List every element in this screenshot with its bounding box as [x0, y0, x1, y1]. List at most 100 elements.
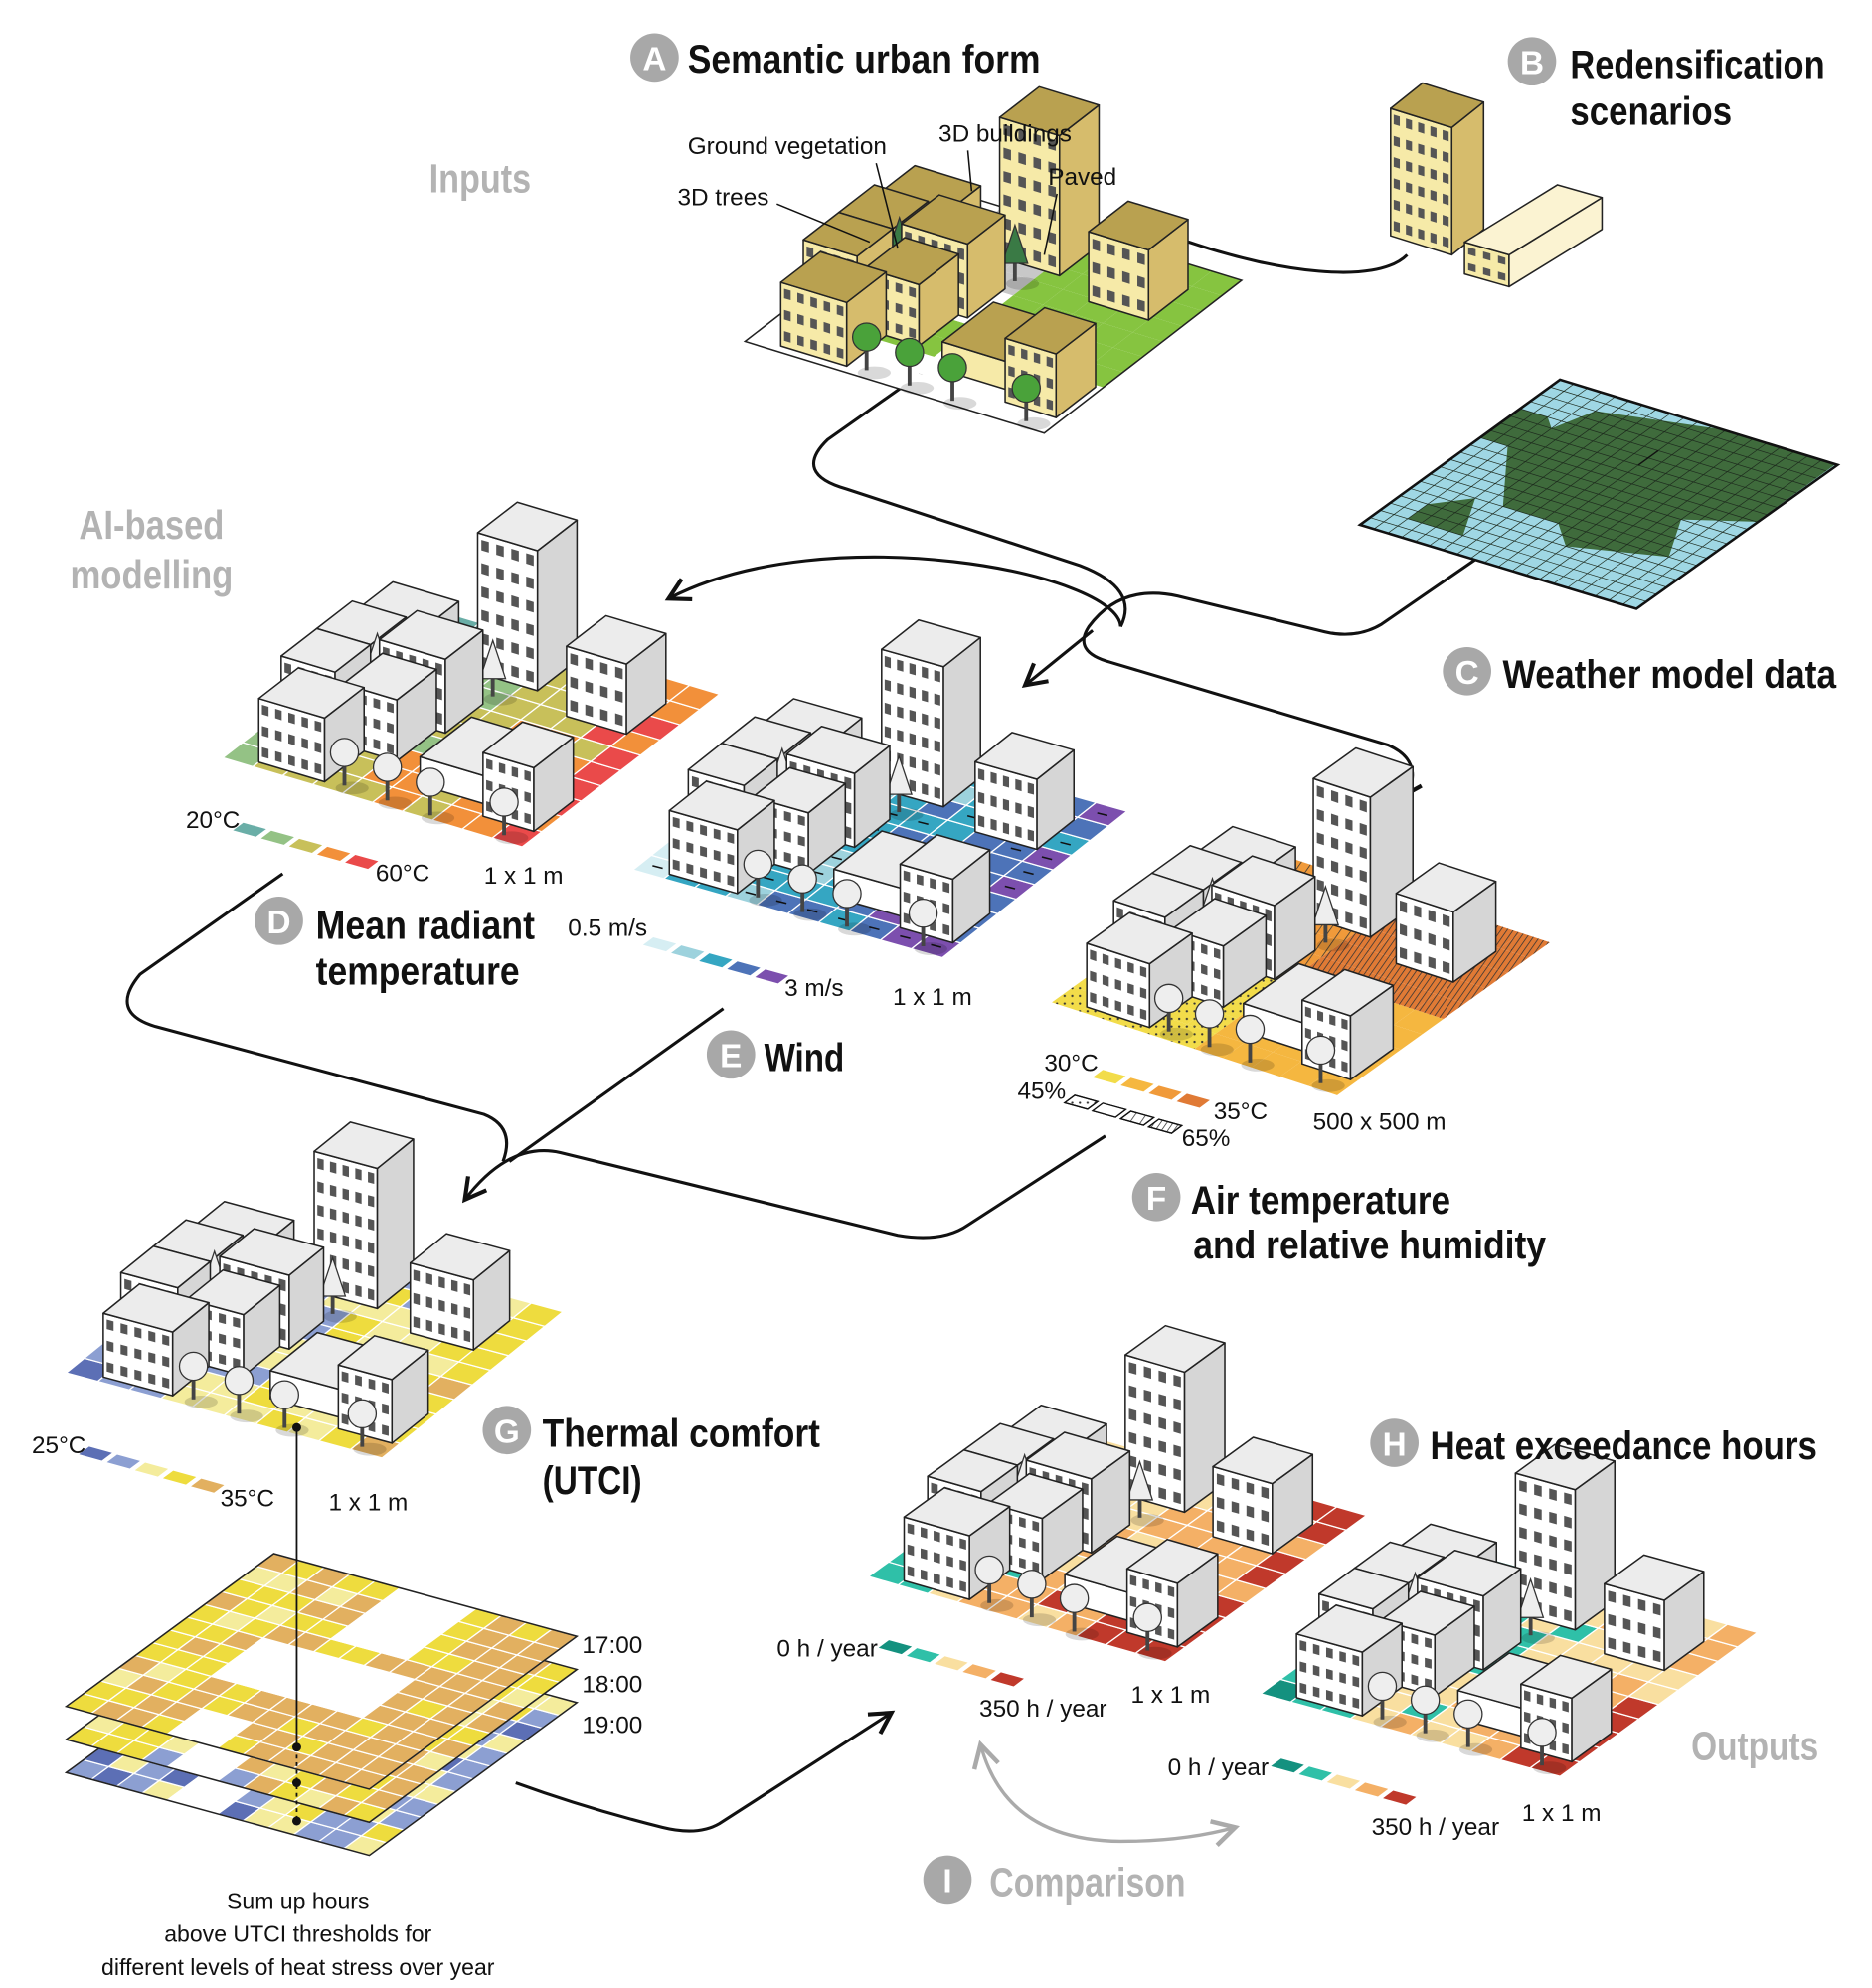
- tree-crown: [269, 1380, 299, 1409]
- grid-tile: [1012, 280, 1063, 305]
- badge-letter: B: [1520, 46, 1544, 83]
- building-side-face: [1450, 100, 1485, 256]
- window: [909, 327, 917, 339]
- badge-letter: I: [942, 1864, 951, 1901]
- window: [884, 655, 892, 669]
- window: [134, 1326, 142, 1339]
- tree-shadow: [495, 831, 529, 845]
- window: [1158, 1487, 1166, 1500]
- window: [942, 923, 950, 936]
- window: [1018, 128, 1026, 142]
- window: [1142, 1578, 1149, 1590]
- window: [585, 704, 594, 718]
- round-tree: [937, 353, 977, 411]
- window: [1524, 1690, 1531, 1702]
- tree-crown: [832, 879, 862, 909]
- window: [934, 717, 940, 730]
- weather-model-map: [1360, 380, 1837, 609]
- tree-crown: [908, 898, 938, 928]
- window: [844, 776, 852, 790]
- wind-arrow: [806, 909, 818, 913]
- humidity-pattern: [1230, 978, 1280, 1003]
- grid-line: [1540, 434, 1740, 580]
- window: [1114, 1000, 1121, 1012]
- badge-d: [255, 897, 303, 945]
- window: [1018, 222, 1026, 236]
- window: [1003, 124, 1011, 137]
- tree-crown: [1194, 999, 1225, 1029]
- building-roof: [1417, 1550, 1522, 1597]
- legend-swatch: [642, 936, 677, 952]
- window: [1652, 1602, 1661, 1616]
- window: [1359, 822, 1367, 836]
- window: [1393, 157, 1401, 169]
- scene-wind: [631, 619, 1129, 959]
- tree-crown: [1453, 1699, 1483, 1730]
- tree-crown: [224, 1366, 255, 1396]
- tree-shadow: [1130, 1513, 1164, 1527]
- conifer-tree: [318, 1255, 357, 1323]
- conifer-tree: [1516, 1576, 1555, 1645]
- building-roof: [1004, 306, 1097, 355]
- round-tree: [1235, 1014, 1275, 1072]
- window: [355, 1168, 362, 1181]
- window: [1443, 151, 1449, 163]
- window: [288, 754, 295, 767]
- window: [934, 786, 940, 799]
- window: [382, 1403, 389, 1415]
- round-tree: [1453, 1699, 1493, 1756]
- window: [1352, 1654, 1360, 1667]
- tree-crown: [743, 849, 773, 880]
- window: [1414, 951, 1422, 965]
- window: [1114, 979, 1121, 991]
- window: [570, 653, 579, 667]
- legend-min-label: 30°C: [1044, 1050, 1098, 1077]
- window: [124, 1278, 132, 1291]
- building-roof: [186, 1268, 281, 1316]
- building-roof: [102, 1283, 210, 1333]
- window: [884, 679, 892, 692]
- annotation-paved: Paved: [1048, 164, 1116, 191]
- window: [1534, 1577, 1542, 1590]
- window: [1497, 271, 1506, 281]
- building-roof: [785, 725, 891, 774]
- window: [1019, 1557, 1026, 1570]
- window: [284, 662, 291, 675]
- window: [1418, 164, 1425, 177]
- flow-arrow-g-to-h: [515, 1710, 896, 1833]
- window: [1652, 1626, 1661, 1639]
- humidity-pattern: [1158, 999, 1209, 1025]
- window: [274, 730, 282, 742]
- tree-shadow: [900, 381, 935, 395]
- building-roof: [482, 721, 575, 769]
- grid-line: [1526, 430, 1726, 576]
- window: [1443, 937, 1450, 951]
- building-roof: [1211, 855, 1316, 907]
- window: [106, 1362, 114, 1374]
- tree-crown: [1125, 1459, 1154, 1501]
- round-tree: [1527, 1718, 1567, 1775]
- window: [686, 820, 694, 833]
- window: [1214, 947, 1221, 960]
- window: [823, 321, 831, 334]
- flow-line-a-to-models: [811, 362, 1127, 628]
- window: [301, 738, 308, 749]
- tree-crown: [885, 753, 913, 795]
- window: [1002, 775, 1010, 788]
- window: [1339, 1693, 1346, 1706]
- window: [1467, 262, 1476, 273]
- tree-shadow: [1311, 1078, 1345, 1092]
- window: [288, 734, 295, 746]
- grid-tile: [1194, 1033, 1245, 1059]
- window: [1562, 1722, 1569, 1734]
- window: [946, 1576, 953, 1588]
- building-roof: [974, 732, 1075, 780]
- window: [1158, 1370, 1166, 1384]
- window: [373, 718, 381, 730]
- window: [1128, 1362, 1137, 1375]
- window: [1316, 808, 1324, 822]
- window: [959, 1559, 966, 1572]
- section-h: H Heat exceedance hours: [1370, 1418, 1817, 1468]
- window: [342, 1235, 349, 1247]
- window: [909, 306, 917, 319]
